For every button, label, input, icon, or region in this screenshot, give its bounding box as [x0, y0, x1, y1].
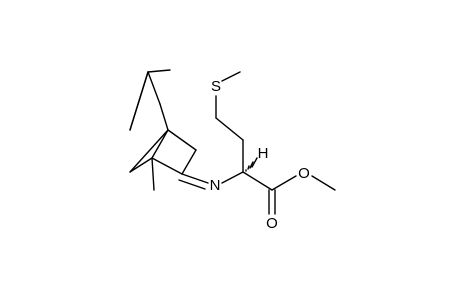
bond — [271, 175, 297, 191]
methyl-ester — [242, 171, 336, 215]
bond — [311, 175, 336, 191]
bond — [215, 117, 244, 141]
carbonyl-oxygen-atom-label: O — [266, 215, 278, 232]
sulfur-atom-label: S — [211, 78, 221, 95]
bond — [129, 129, 169, 173]
bond — [151, 157, 155, 191]
bond — [181, 173, 209, 184]
imine-double-bond — [178, 173, 209, 190]
hash-line — [247, 165, 250, 170]
nitrogen-atom-label: N — [210, 177, 221, 194]
bond — [242, 171, 273, 191]
bond — [129, 71, 149, 131]
bond — [221, 71, 241, 82]
bond — [167, 129, 197, 151]
stereo-hash-bond — [245, 157, 258, 172]
bond — [151, 157, 183, 175]
bond — [151, 129, 169, 159]
bond — [178, 179, 206, 190]
bornane-ring — [129, 69, 197, 191]
methionine-side-chain — [215, 71, 244, 173]
alpha-hydrogen-atom-label: H — [258, 145, 269, 162]
bond — [147, 71, 161, 105]
bond — [159, 103, 169, 131]
bond — [129, 157, 153, 173]
ether-oxygen-atom-label: O — [298, 165, 310, 182]
bond — [221, 171, 244, 184]
hash-line — [249, 161, 254, 169]
hash-line — [251, 157, 258, 168]
bond — [147, 69, 171, 73]
bond — [181, 149, 197, 175]
